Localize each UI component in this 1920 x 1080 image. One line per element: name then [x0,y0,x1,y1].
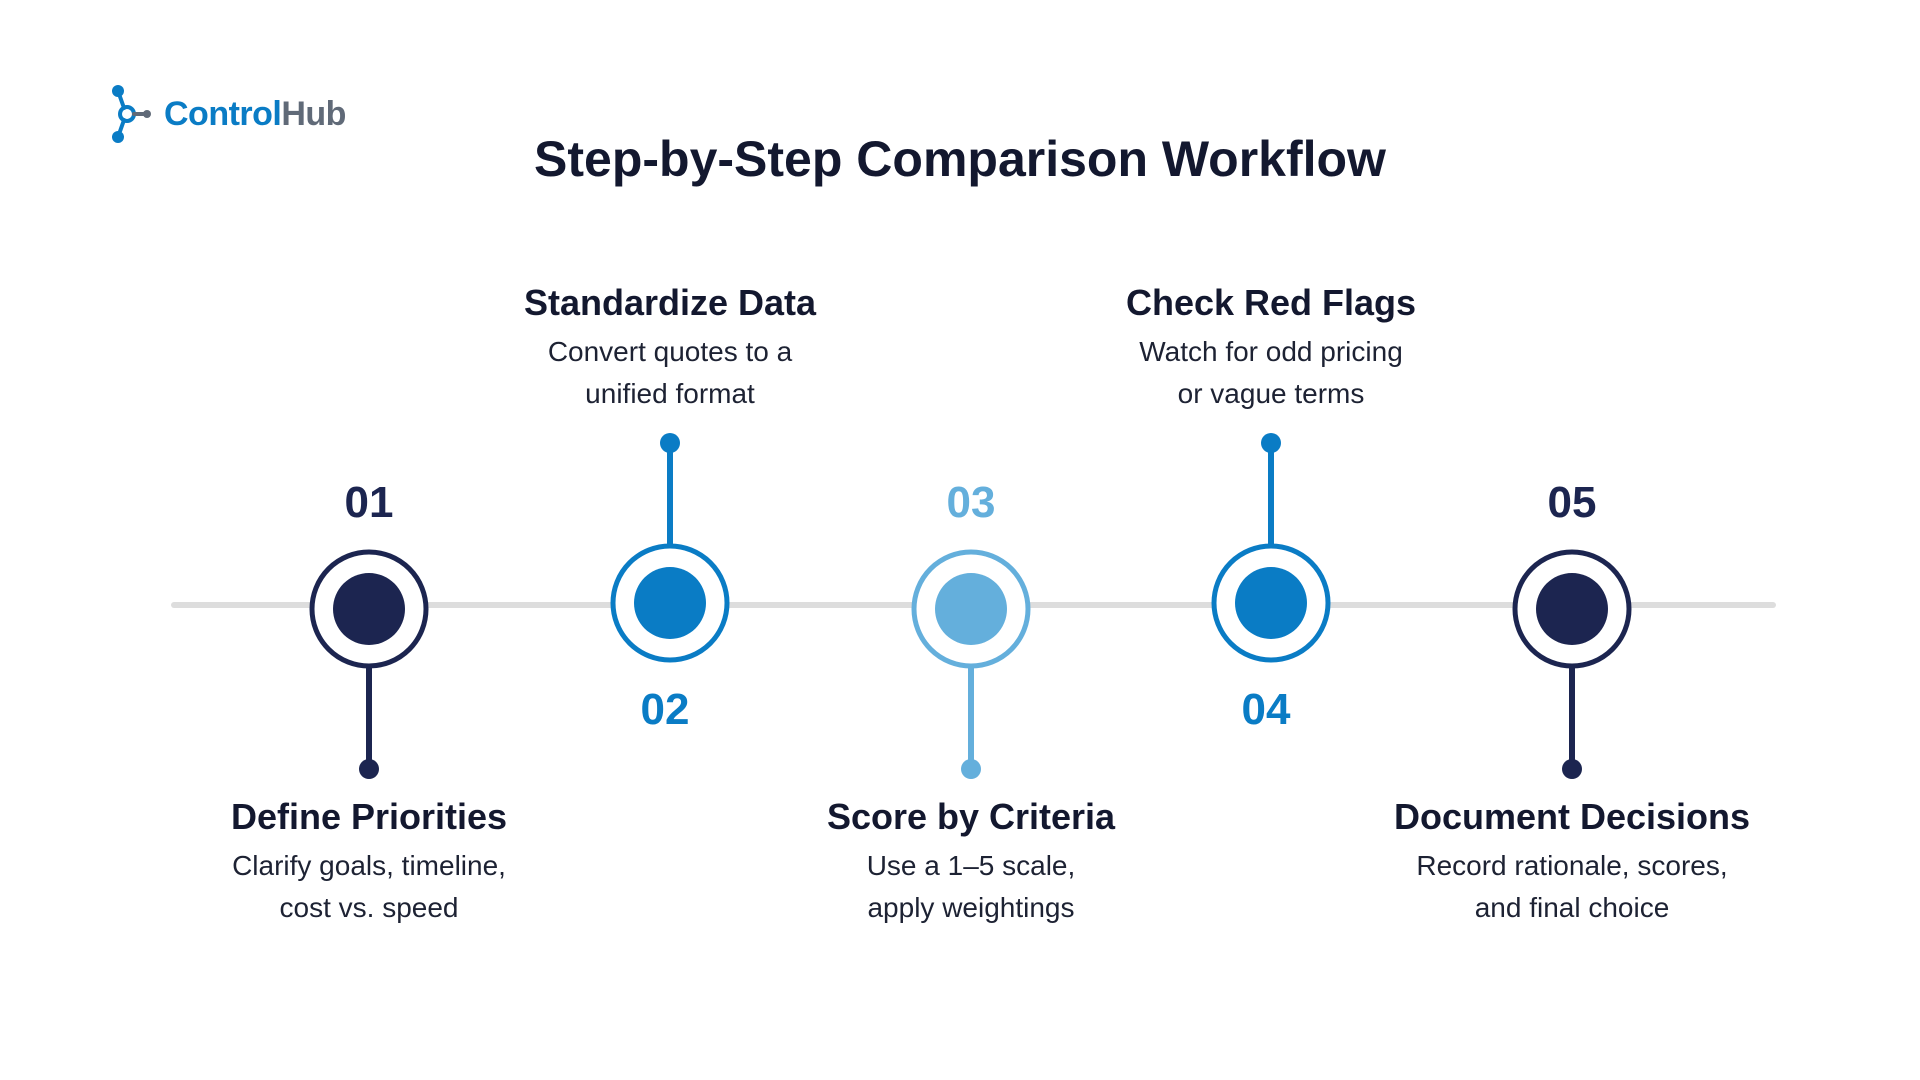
step-description-line: apply weightings [867,892,1075,923]
brand-name-part1: Control [164,95,282,133]
step-description-line: and final choice [1474,892,1670,923]
step-description: Record rationale, scores, and final choi… [1372,845,1772,929]
connector-dot [359,759,379,779]
step-description: Watch for odd pricing or vague terms [1071,331,1471,415]
network-logo-icon [112,85,151,143]
brand-name: ControlHub [164,97,346,131]
brand-name-part2: Hub [281,95,346,133]
step-node-core [1235,567,1307,639]
step-number-01: 01 [344,478,394,527]
step-description-line: or vague terms [1177,378,1365,409]
step-node-core [333,573,405,645]
step-card-01: Define Priorities Clarify goals, timelin… [169,795,569,929]
page-title: Step-by-Step Comparison Workflow [534,131,1386,187]
step-number-03: 03 [946,478,996,527]
connector-dot [1562,759,1582,779]
connector-dot [961,759,981,779]
step-card-02: Standardize Data Convert quotes to a uni… [470,281,870,415]
step-title: Check Red Flags [1125,282,1417,323]
step-number-04: 04 [1241,685,1291,734]
connector-dot [660,433,680,453]
step-number-05: 05 [1547,478,1597,527]
step-title: Define Priorities [230,796,508,837]
step-description-line: cost vs. speed [279,892,459,923]
step-description: Clarify goals, timeline, cost vs. speed [169,845,569,929]
connector-dot [1261,433,1281,453]
step-description-line: Clarify goals, timeline, [232,850,506,881]
step-node-core [935,573,1007,645]
step-node-core [1536,573,1608,645]
step-description: Use a 1–5 scale, apply weightings [771,845,1171,929]
step-description-line: Use a 1–5 scale, [866,850,1076,881]
step-description-line: unified format [585,378,755,409]
step-node-core [634,567,706,639]
step-card-03: Score by Criteria Use a 1–5 scale, apply… [771,795,1171,929]
brand-logo: ControlHub [110,82,346,146]
step-card-05: Document Decisions Record rationale, sco… [1372,795,1772,929]
step-number-02: 02 [640,685,690,734]
step-description-line: Record rationale, scores, [1416,850,1728,881]
step-description-line: Watch for odd pricing [1139,336,1403,367]
step-description-line: Convert quotes to a [547,336,793,367]
step-title: Document Decisions [1393,796,1751,837]
step-description: Convert quotes to a unified format [470,331,870,415]
step-card-04: Check Red Flags Watch for odd pricing or… [1071,281,1471,415]
step-title: Score by Criteria [826,796,1116,837]
step-title: Standardize Data [523,282,817,323]
